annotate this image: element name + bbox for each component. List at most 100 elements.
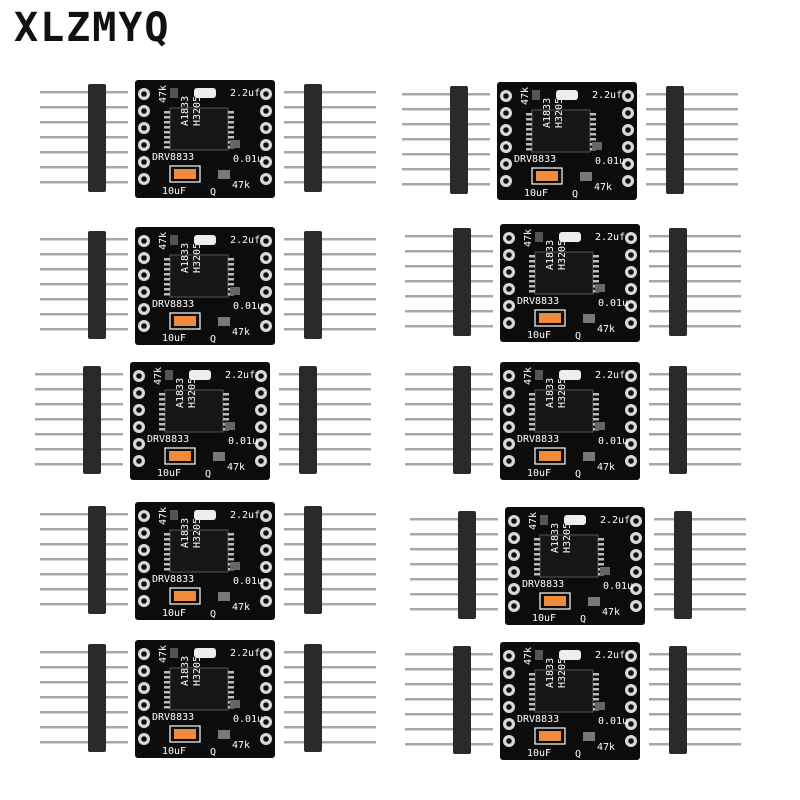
pad-hole xyxy=(506,286,512,292)
left-pin-header xyxy=(405,366,493,474)
header-pin xyxy=(402,93,490,96)
resistor-label: 47k xyxy=(158,645,169,663)
driver-chip xyxy=(539,534,599,578)
chip-marking-1: A1833 xyxy=(545,378,556,408)
left-pin-header xyxy=(40,644,128,752)
cap-outline xyxy=(531,167,563,185)
chip-leg xyxy=(164,558,170,561)
electrolytic-capacitor xyxy=(169,451,191,461)
header-pin xyxy=(40,328,128,331)
header-pin xyxy=(405,388,493,391)
cap-big-label: 10uF xyxy=(527,330,551,341)
right-pin-header xyxy=(649,646,741,754)
header-pin xyxy=(40,513,128,516)
header-pin xyxy=(279,463,371,466)
header-pin xyxy=(405,743,493,746)
chip-leg xyxy=(164,283,170,286)
header-pin xyxy=(649,373,741,376)
chip-leg xyxy=(529,708,535,711)
pad-hole xyxy=(136,458,142,464)
pad-hole xyxy=(263,513,269,519)
smd-transistor xyxy=(580,172,592,181)
chip-leg xyxy=(228,268,234,271)
smd-resistor xyxy=(170,648,178,658)
pad-hole xyxy=(263,581,269,587)
header-pin xyxy=(40,543,128,546)
header-pin xyxy=(284,681,376,684)
chip-leg xyxy=(228,553,234,556)
chip-leg xyxy=(164,146,170,149)
chip-marking-2: H3205 xyxy=(557,240,568,270)
led xyxy=(194,88,216,98)
module-graphic: A1833 H3205 47k 2.2uf 0.01u DRV8833 10uF… xyxy=(40,227,376,345)
chip-leg xyxy=(529,285,535,288)
header-pin xyxy=(284,238,376,241)
chip-leg xyxy=(228,121,234,124)
pad-hole xyxy=(506,390,512,396)
transistor-label: Q xyxy=(575,749,581,760)
chip-leg xyxy=(529,408,535,411)
chip-leg xyxy=(228,111,234,114)
chip-leg xyxy=(593,678,599,681)
led xyxy=(564,515,586,525)
header-pin xyxy=(654,563,746,566)
chip-leg xyxy=(534,568,540,571)
pcb-board: A1833 H3205 47k 2.2uf 0.01u DRV8833 10uF… xyxy=(130,362,270,480)
pad-hole xyxy=(628,320,634,326)
chip-leg xyxy=(159,403,165,406)
chip-marking-1: A1833 xyxy=(180,96,191,126)
header-pin xyxy=(405,418,493,421)
chip-leg xyxy=(534,548,540,551)
header-pin xyxy=(284,573,376,576)
chip-leg xyxy=(593,275,599,278)
header-pin xyxy=(40,711,128,714)
chip-leg xyxy=(164,538,170,541)
chip-leg xyxy=(164,691,170,694)
pad-hole xyxy=(263,564,269,570)
chip-leg xyxy=(590,113,596,116)
header-pin xyxy=(402,123,490,126)
header-pin xyxy=(40,181,128,184)
pcb-board: A1833 H3205 47k 2.2uf 0.01u DRV8833 10uF… xyxy=(135,227,275,345)
header-pin xyxy=(35,373,123,376)
electrolytic-capacitor xyxy=(174,729,196,739)
chip-label: DRV8833 xyxy=(152,574,194,585)
pad-hole xyxy=(141,513,147,519)
chip-leg xyxy=(228,131,234,134)
header-pin xyxy=(40,681,128,684)
chip-leg xyxy=(534,543,540,546)
header-pin xyxy=(405,373,493,376)
led xyxy=(559,232,581,242)
header-pin xyxy=(649,310,741,313)
chip-leg xyxy=(228,116,234,119)
chip-label: DRV8833 xyxy=(152,299,194,310)
chip-leg xyxy=(223,408,229,411)
led xyxy=(559,370,581,380)
chip-leg xyxy=(529,703,535,706)
header-pin xyxy=(284,166,376,169)
pad-hole xyxy=(506,303,512,309)
pad-hole xyxy=(258,407,264,413)
pad-hole xyxy=(503,178,509,184)
pcb-board: A1833 H3205 47k 2.2uf 0.01u DRV8833 10uF… xyxy=(135,502,275,620)
pad-hole xyxy=(141,91,147,97)
chip-leg xyxy=(164,676,170,679)
chip-leg xyxy=(159,418,165,421)
pad-hole xyxy=(628,286,634,292)
header-pin xyxy=(40,726,128,729)
header-pin xyxy=(40,558,128,561)
driver-chip xyxy=(534,389,594,433)
pad-hole xyxy=(258,390,264,396)
pad-hole xyxy=(628,721,634,727)
header-pin xyxy=(284,513,376,516)
smd-cap-small xyxy=(595,284,605,292)
header-pin xyxy=(40,268,128,271)
header-pin xyxy=(405,728,493,731)
chip-leg xyxy=(593,393,599,396)
header-pin xyxy=(405,280,493,283)
chip-leg xyxy=(529,678,535,681)
chip-marking-2: H3205 xyxy=(554,98,565,128)
chip-leg xyxy=(593,280,599,283)
pad-hole xyxy=(506,738,512,744)
pad-hole xyxy=(141,736,147,742)
